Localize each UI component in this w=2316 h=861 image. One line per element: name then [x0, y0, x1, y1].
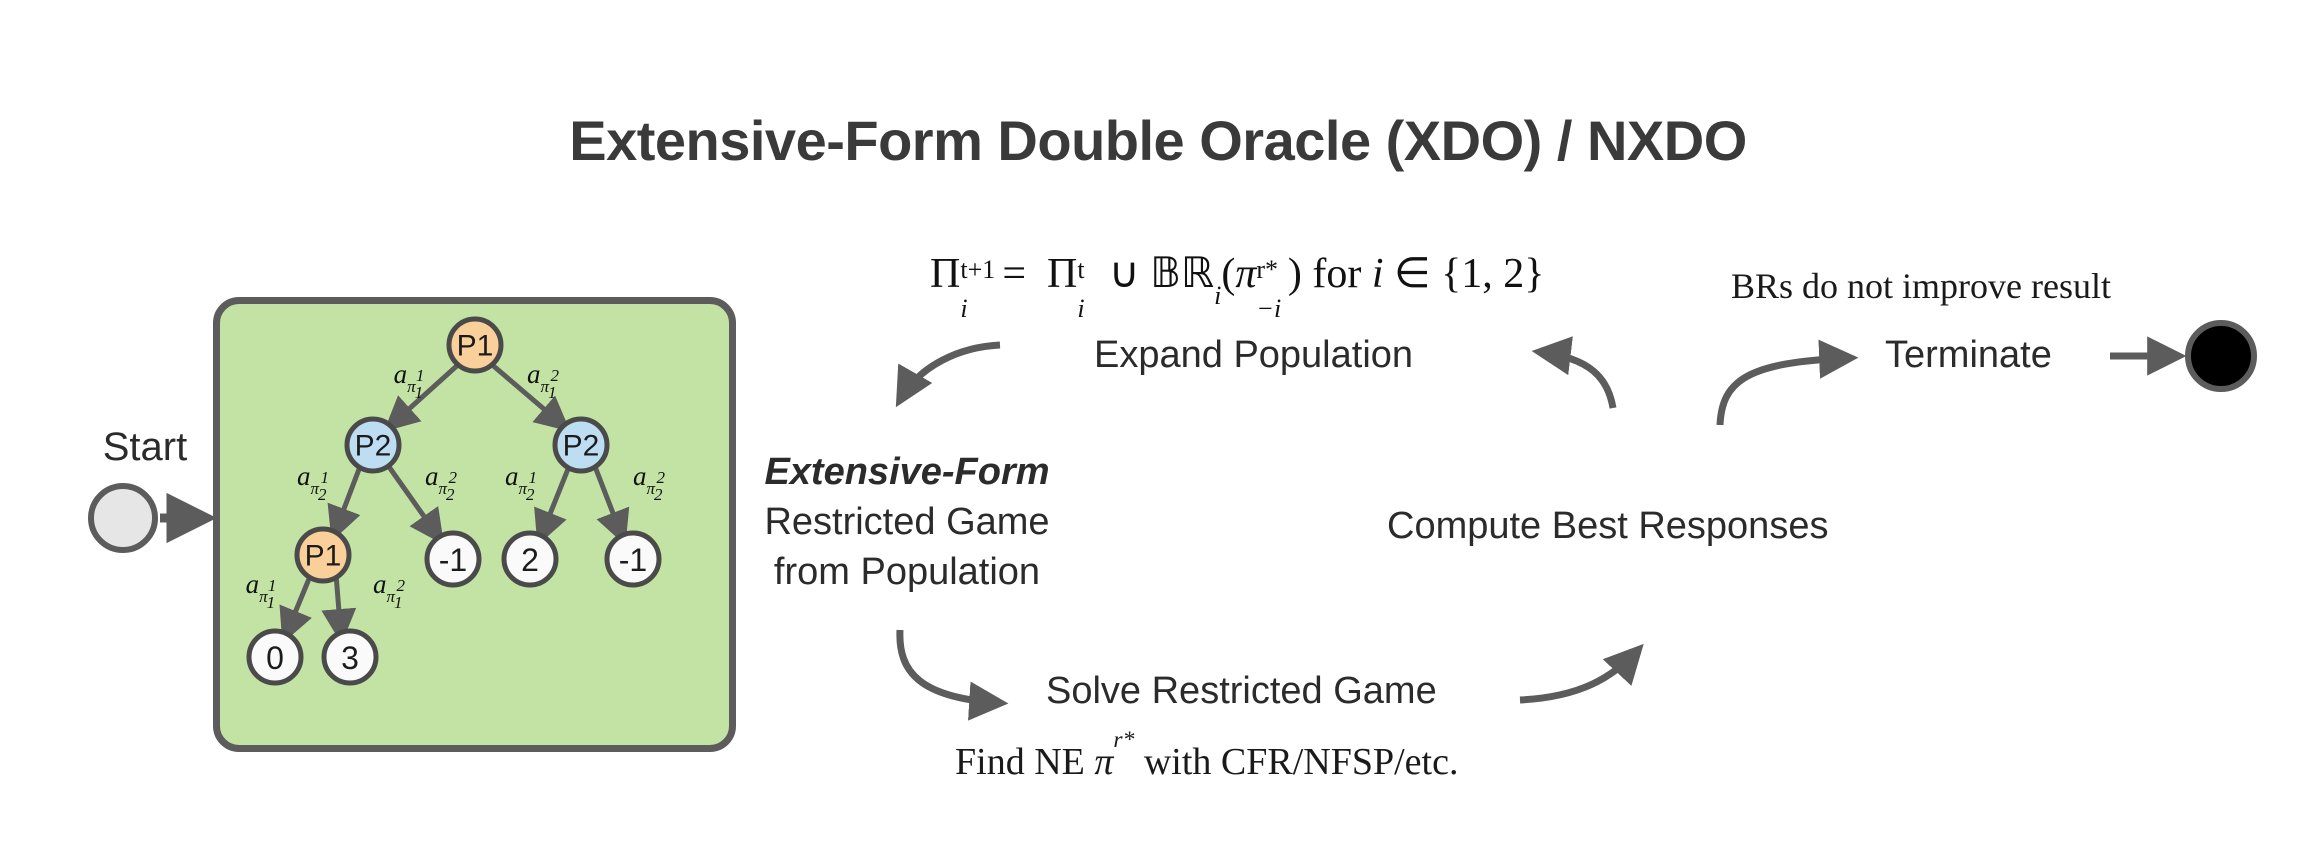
tree-leaf-3: 3 — [321, 628, 379, 686]
arrow-expand-to-restricted-game — [895, 341, 1001, 408]
formula-in-icon: ∈ — [1394, 251, 1431, 297]
edge-label-n2-n5: aπ21 — [505, 461, 537, 504]
formula-close-paren: ) — [1287, 251, 1302, 297]
formula-union-icon: ∪ — [1108, 251, 1140, 297]
tree-leaf-2: 2 — [501, 530, 559, 588]
formula-equals: = — [1002, 251, 1027, 297]
label-extensive-form-restricted-game: Extensive-Form Restricted Game from Popu… — [742, 447, 1072, 597]
find-ne-pi: π — [1094, 741, 1114, 783]
tree-edge-n0-n2 — [488, 361, 571, 432]
formula-rhs-sub: i — [1077, 294, 1085, 324]
arrow-solve-to-compute-br — [1519, 643, 1644, 704]
formula-arg-pi: π — [1235, 251, 1257, 297]
formula-arg-sub: −i — [1256, 294, 1282, 324]
tree-leaf-neg1-a: -1 — [424, 530, 482, 588]
page-title: Extensive-Form Double Oracle (XDO) / NXD… — [569, 109, 1747, 172]
terminal-node — [2185, 320, 2257, 392]
game-tree: aπ11 aπ12 aπ21 aπ22 aπ21 aπ22 aπ11 aπ12 … — [246, 316, 666, 686]
label-expand-population: Expand Population — [1094, 334, 1414, 376]
find-ne-sup: r* — [1113, 727, 1135, 754]
ef-line-3: from Population — [773, 551, 1041, 593]
formula-rhs-sup: t — [1077, 255, 1085, 285]
arrow-restricted-game-to-solve — [896, 629, 1009, 721]
formula-set: {1, 2} — [1441, 251, 1545, 297]
label-terminate: Terminate — [1885, 334, 2052, 376]
edge-label-n2-n6: aπ22 — [633, 461, 666, 504]
tree-edge-n3-n8 — [321, 573, 357, 644]
tree-node-p2-left: P2 — [344, 416, 402, 474]
tree-leaf-label: -1 — [619, 542, 647, 578]
arrow-compute-br-to-expand — [1531, 336, 1617, 409]
tree-leaf-neg1-b: -1 — [604, 530, 662, 588]
tree-edge-n2-n6 — [591, 463, 630, 546]
formula-arg-sup: r* — [1256, 255, 1279, 285]
label-find-ne: Find NE πr* with CFR/NFSP/etc. — [955, 729, 1459, 784]
tree-leaf-label: 3 — [341, 640, 359, 676]
ef-line-2: Restricted Game — [764, 501, 1050, 543]
tree-edge-n2-n5 — [534, 463, 573, 546]
tree-node-p1-root: P1 — [446, 316, 504, 374]
arrow-to-terminate — [1716, 339, 1859, 426]
start-node — [88, 483, 158, 553]
find-ne-prefix: Find NE — [955, 741, 1085, 783]
tree-edge-n1-n3 — [327, 463, 364, 542]
tree-node-p1-inner: P1 — [294, 526, 352, 584]
formula-for: for — [1312, 251, 1362, 297]
formula-open-paren: ( — [1221, 251, 1236, 297]
edge-label-n3-n7: aπ11 — [246, 569, 277, 612]
tree-nodes: P1 P2 P2 P1 -1 2 — [246, 316, 662, 686]
tree-leaf-label: 2 — [521, 542, 539, 578]
formula-lhs-sup: t+1 — [960, 255, 996, 285]
tree-node-label: P1 — [305, 540, 342, 573]
tree-edge-n0-n1 — [383, 361, 462, 432]
formula-pi-rhs: Π — [1047, 251, 1078, 297]
tree-node-label: P2 — [355, 430, 392, 463]
start-label: Start — [102, 425, 188, 469]
find-ne-suffix: with CFR/NFSP/etc. — [1143, 741, 1459, 783]
formula-br-sub: i — [1214, 281, 1222, 311]
tree-node-label: P2 — [563, 430, 600, 463]
tree-edges — [279, 361, 630, 644]
label-compute-best-responses: Compute Best Responses — [1387, 505, 1829, 547]
tree-leaf-0: 0 — [246, 628, 304, 686]
formula-index: i — [1371, 251, 1384, 297]
tree-node-label: P1 — [457, 330, 494, 363]
tree-node-p2-right: P2 — [552, 416, 610, 474]
ef-title: Extensive-Form — [764, 451, 1050, 493]
formula-pi-lhs: Π — [930, 251, 961, 297]
label-brs-do-not-improve: BRs do not improve result — [1731, 266, 2111, 306]
tree-leaf-label: 0 — [266, 640, 284, 676]
edge-label-n0-n1: aπ11 — [394, 359, 425, 402]
tree-leaf-label: -1 — [439, 542, 467, 578]
formula-lhs-sub: i — [960, 294, 968, 324]
formula-br-operator: 𝔹ℝ — [1150, 251, 1215, 297]
edge-label-n1-n3: aπ21 — [297, 461, 329, 504]
tree-edge-n3-n7 — [279, 573, 314, 644]
label-solve-restricted-game: Solve Restricted Game — [1046, 670, 1437, 712]
edge-label-n3-n8: aπ12 — [373, 569, 406, 612]
edge-label-n1-n4: aπ22 — [425, 461, 458, 504]
tree-edge-n1-n4 — [384, 462, 445, 545]
